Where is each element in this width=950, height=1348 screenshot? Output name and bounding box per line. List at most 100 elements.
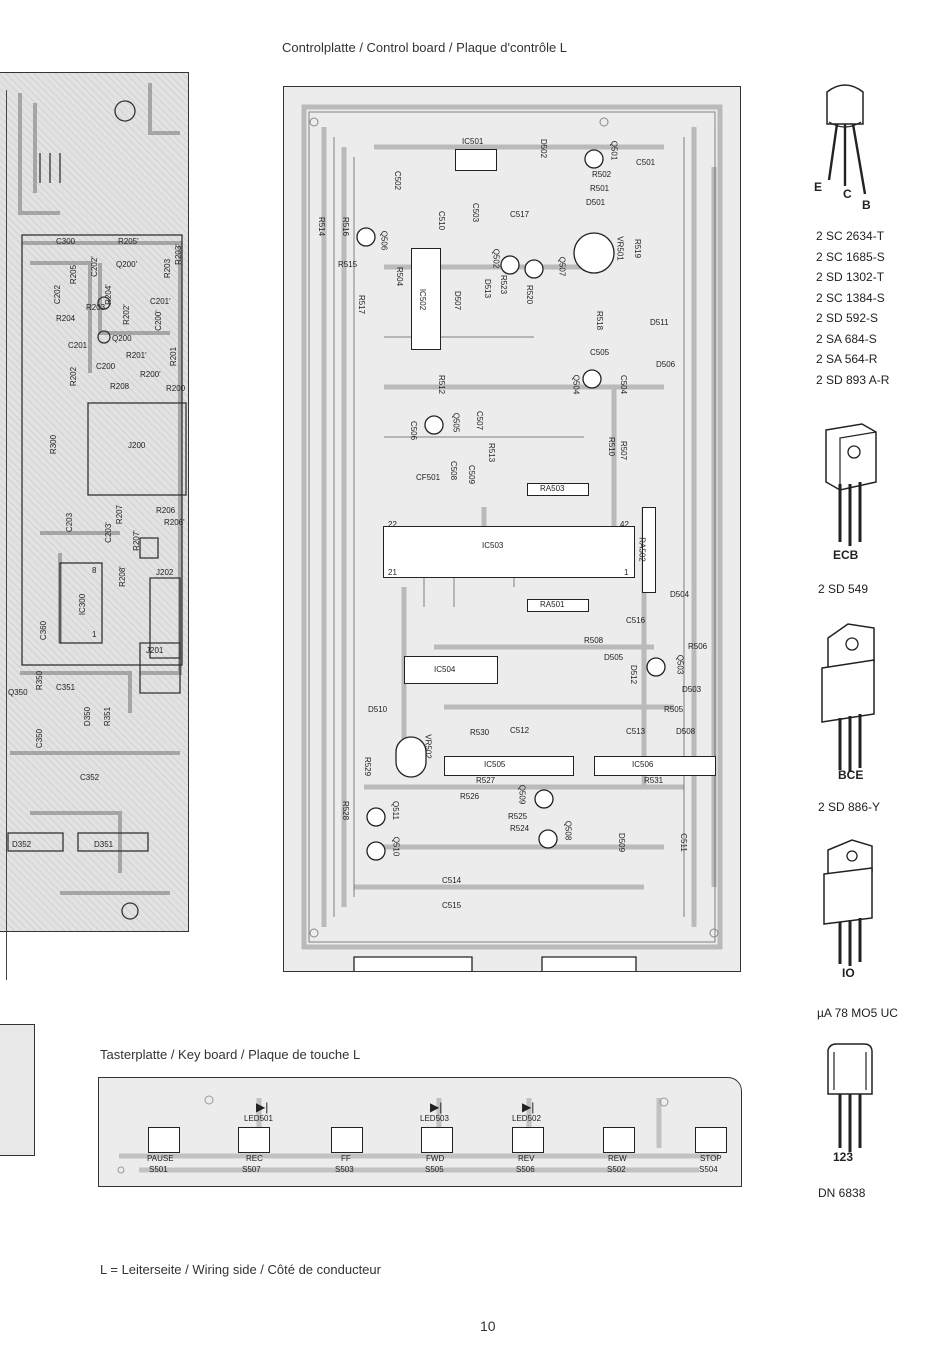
ic300-pin-8: 8	[92, 566, 97, 575]
label-c514: C514	[442, 876, 462, 885]
label-q508: Q508	[563, 820, 573, 841]
label-c501: C501	[636, 158, 656, 167]
led503-icon: ▶|	[430, 1100, 443, 1114]
label-r510: R510	[607, 436, 617, 457]
to92-package-icon	[826, 84, 867, 195]
ic300-pin-1: 1	[92, 630, 97, 639]
regulator-package-icon	[823, 839, 873, 966]
label-d504: D504	[670, 590, 690, 599]
label-c503: C503	[471, 202, 481, 223]
label-d350: D350	[83, 706, 93, 727]
dn6838-name: DN 6838	[818, 1186, 866, 1200]
switch-ff-label: FF	[341, 1154, 351, 1163]
label-r203: R203	[163, 258, 173, 279]
label-r514: R514	[317, 216, 327, 237]
led501-icon: ▶|	[256, 1100, 269, 1114]
label-q507: Q507	[557, 256, 567, 277]
label-c300: C300	[56, 237, 76, 246]
label-d351: D351	[94, 840, 114, 849]
sd549-pins: ECB	[833, 548, 859, 562]
label-c502: C502	[393, 170, 403, 191]
label-r519: R519	[633, 238, 643, 259]
switch-rev[interactable]	[512, 1127, 544, 1153]
regulator-pins: IO	[842, 966, 855, 980]
transistor-type: 2 SC 1384-S	[816, 290, 885, 305]
label-r201p: R201'	[126, 351, 147, 360]
ic503-pin-22: 22	[388, 520, 397, 529]
key-board	[98, 1077, 742, 1187]
ic506-chip	[594, 756, 716, 776]
label-ic502: IC502	[418, 288, 428, 311]
label-r523: R523	[499, 274, 509, 295]
label-r350: R350	[35, 670, 45, 691]
label-cf501: CF501	[416, 473, 441, 482]
label-r300: R300	[49, 434, 59, 455]
switch-fwd-label: FWD	[426, 1154, 445, 1163]
switch-pause[interactable]	[148, 1127, 180, 1153]
label-ic501: IC501	[462, 137, 484, 146]
switch-fwd[interactable]	[421, 1127, 453, 1153]
label-q506: Q506	[379, 230, 389, 251]
switch-fwd-ref: S505	[425, 1165, 444, 1174]
label-c508: C508	[449, 460, 459, 481]
label-r529: R529	[363, 756, 373, 777]
label-r508: R508	[584, 636, 604, 645]
label-r520: R520	[525, 284, 535, 305]
label-d501: D501	[586, 198, 606, 207]
to126-package-icon	[825, 423, 877, 546]
label-r524: R524	[510, 824, 530, 833]
label-r202p: R202'	[121, 304, 131, 325]
label-q511: Q511	[390, 801, 400, 820]
label-j200: J200	[128, 441, 146, 450]
wiring-side-legend: L = Leiterseite / Wiring side / Côté de …	[100, 1262, 381, 1277]
ic504-chip	[404, 656, 498, 684]
label-r530: R530	[470, 728, 490, 737]
ic503-pin-1: 1	[624, 568, 629, 577]
label-q200: Q200	[112, 334, 132, 343]
switch-rev-label: REV	[518, 1154, 535, 1163]
label-q509: Q509	[517, 784, 527, 805]
label-c202p: C202'	[89, 256, 99, 277]
label-q505: Q505	[451, 412, 461, 433]
label-q510: Q510	[391, 836, 401, 857]
label-r528: R528	[341, 800, 351, 821]
label-led502: LED502	[512, 1114, 541, 1123]
switch-rec-label: REC	[246, 1154, 263, 1163]
label-r518: R518	[595, 310, 605, 331]
label-q502: Q502	[491, 248, 501, 269]
label-ic506: IC506	[632, 760, 654, 769]
left-margin-rule	[6, 90, 7, 980]
label-d509: D509	[617, 832, 627, 853]
ic503-pin-21: 21	[388, 568, 397, 577]
label-c201: C201	[68, 341, 88, 350]
label-c504: C504	[619, 374, 629, 395]
label-r208: R208	[110, 382, 130, 391]
label-d505: D505	[604, 653, 624, 662]
label-c351: C351	[56, 683, 76, 692]
label-c200p: C200'	[153, 310, 163, 331]
ra501-chip	[527, 599, 589, 612]
switch-rec[interactable]	[238, 1127, 270, 1153]
label-ic504: IC504	[434, 665, 456, 674]
label-d513: D513	[483, 278, 493, 299]
label-c512: C512	[510, 726, 530, 735]
label-r513: R513	[487, 442, 497, 463]
to92-pin-e: E	[814, 180, 823, 194]
label-vr502: VR502	[423, 734, 433, 759]
label-r531: R531	[644, 776, 664, 785]
label-r206p: R206'	[164, 518, 185, 527]
label-c510: C510	[437, 210, 447, 231]
label-r504: R504	[395, 266, 405, 287]
label-r512: R512	[437, 374, 447, 395]
label-ic300: IC300	[78, 593, 88, 616]
switch-ff[interactable]	[331, 1127, 363, 1153]
label-d507: D507	[453, 290, 463, 311]
key-board-traces	[117, 1095, 719, 1174]
label-r207p: R207'	[131, 530, 141, 551]
switch-rew[interactable]	[603, 1127, 635, 1153]
label-d508: D508	[676, 727, 696, 736]
label-c516: C516	[626, 616, 646, 625]
switch-stop[interactable]	[695, 1127, 727, 1153]
label-ra502: RA502	[637, 537, 647, 562]
label-r206: R206	[156, 506, 176, 515]
